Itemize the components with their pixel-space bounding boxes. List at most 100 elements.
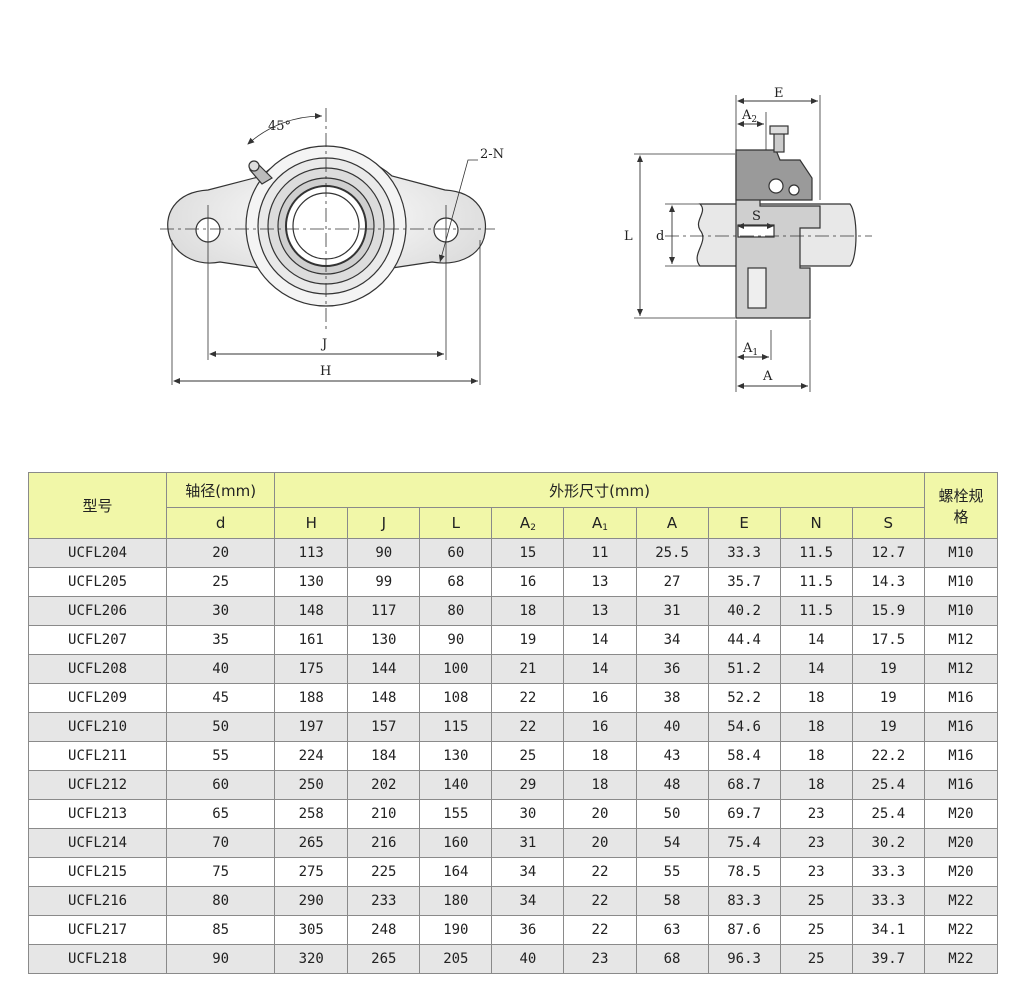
cell-s: 30.2 xyxy=(851,828,925,858)
cell-model: UCFL205 xyxy=(27,567,168,597)
cell-j: 216 xyxy=(347,828,421,858)
side-view xyxy=(634,95,872,392)
cell-s: 33.3 xyxy=(851,886,925,916)
cell-bolt: M10 xyxy=(923,567,999,597)
table-row: UCFL215 75 275 225 164 34 22 55 78.5 23 … xyxy=(27,857,999,887)
cell-model: UCFL213 xyxy=(27,799,168,829)
cell-h: 250 xyxy=(274,770,349,800)
cell-a: 38 xyxy=(635,683,709,713)
cell-s: 34.1 xyxy=(851,915,925,945)
cell-model: UCFL208 xyxy=(27,654,168,684)
cell-bolt: M20 xyxy=(923,799,999,829)
cell-a1: 16 xyxy=(563,712,637,742)
cell-e: 69.7 xyxy=(707,799,781,829)
cell-a2: 29 xyxy=(491,770,565,800)
cell-l: 205 xyxy=(419,944,493,974)
cell-d: 45 xyxy=(166,683,276,713)
cell-a: 36 xyxy=(635,654,709,684)
cell-h: 265 xyxy=(274,828,349,858)
cell-model: UCFL214 xyxy=(27,828,168,858)
header-dimensions: 外形尺寸(mm) xyxy=(274,472,925,508)
cell-bolt: M16 xyxy=(923,683,999,713)
table-row: UCFL204 20 113 90 60 15 11 25.5 33.3 11.… xyxy=(27,538,999,568)
cell-j: 184 xyxy=(347,741,421,771)
cell-a: 55 xyxy=(635,857,709,887)
cell-j: 148 xyxy=(347,683,421,713)
cell-n: 14 xyxy=(779,625,853,655)
cell-l: 60 xyxy=(419,538,493,568)
cell-bolt: M12 xyxy=(923,654,999,684)
cell-model: UCFL217 xyxy=(27,915,168,945)
a2-label: A2 xyxy=(741,108,757,125)
cell-bolt: M12 xyxy=(923,625,999,655)
cell-d: 35 xyxy=(166,625,276,655)
cell-a: 31 xyxy=(635,596,709,626)
header-model: 型号 xyxy=(27,472,168,539)
cell-a: 54 xyxy=(635,828,709,858)
cell-j: 130 xyxy=(347,625,421,655)
cell-d: 40 xyxy=(166,654,276,684)
cell-bolt: M20 xyxy=(923,857,999,887)
cell-d: 80 xyxy=(166,886,276,916)
cell-s: 33.3 xyxy=(851,857,925,887)
s-label: S xyxy=(752,209,761,224)
cell-a2: 22 xyxy=(491,712,565,742)
cell-h: 161 xyxy=(274,625,349,655)
cell-j: 144 xyxy=(347,654,421,684)
cell-h: 305 xyxy=(274,915,349,945)
cell-s: 19 xyxy=(851,654,925,684)
cell-h: 148 xyxy=(274,596,349,626)
cell-h: 290 xyxy=(274,886,349,916)
cell-e: 58.4 xyxy=(707,741,781,771)
cell-a2: 25 xyxy=(491,741,565,771)
cell-l: 190 xyxy=(419,915,493,945)
e-label: E xyxy=(774,86,784,101)
cell-n: 11.5 xyxy=(779,567,853,597)
cell-n: 11.5 xyxy=(779,538,853,568)
table-row: UCFL214 70 265 216 160 31 20 54 75.4 23 … xyxy=(27,828,999,858)
cell-j: 90 xyxy=(347,538,421,568)
cell-n: 18 xyxy=(779,683,853,713)
cell-a2: 40 xyxy=(491,944,565,974)
cell-h: 130 xyxy=(274,567,349,597)
cell-d: 20 xyxy=(166,538,276,568)
header-a1: A1 xyxy=(563,507,637,539)
cell-s: 17.5 xyxy=(851,625,925,655)
cell-a: 50 xyxy=(635,799,709,829)
cell-e: 51.2 xyxy=(707,654,781,684)
cell-n: 18 xyxy=(779,741,853,771)
cell-bolt: M16 xyxy=(923,770,999,800)
cell-a2: 21 xyxy=(491,654,565,684)
cell-d: 50 xyxy=(166,712,276,742)
cell-a1: 20 xyxy=(563,799,637,829)
header-j: J xyxy=(347,507,421,539)
cell-bolt: M10 xyxy=(923,538,999,568)
cell-a1: 22 xyxy=(563,857,637,887)
cell-e: 96.3 xyxy=(707,944,781,974)
cell-model: UCFL212 xyxy=(27,770,168,800)
cell-e: 44.4 xyxy=(707,625,781,655)
cell-j: 233 xyxy=(347,886,421,916)
cell-h: 197 xyxy=(274,712,349,742)
cell-l: 108 xyxy=(419,683,493,713)
cell-d: 30 xyxy=(166,596,276,626)
cell-d: 75 xyxy=(166,857,276,887)
cell-n: 25 xyxy=(779,944,853,974)
cell-h: 275 xyxy=(274,857,349,887)
header-n: N xyxy=(779,507,853,539)
cell-a1: 16 xyxy=(563,683,637,713)
cell-s: 19 xyxy=(851,683,925,713)
cell-e: 75.4 xyxy=(707,828,781,858)
cell-l: 90 xyxy=(419,625,493,655)
front-view xyxy=(160,108,495,385)
cell-j: 117 xyxy=(347,596,421,626)
cell-n: 23 xyxy=(779,857,853,887)
cell-model: UCFL206 xyxy=(27,596,168,626)
cell-a2: 31 xyxy=(491,828,565,858)
cell-a2: 22 xyxy=(491,683,565,713)
cell-h: 113 xyxy=(274,538,349,568)
cell-model: UCFL209 xyxy=(27,683,168,713)
table-row: UCFL216 80 290 233 180 34 22 58 83.3 25 … xyxy=(27,886,999,916)
cell-bolt: M20 xyxy=(923,828,999,858)
cell-a1: 14 xyxy=(563,654,637,684)
